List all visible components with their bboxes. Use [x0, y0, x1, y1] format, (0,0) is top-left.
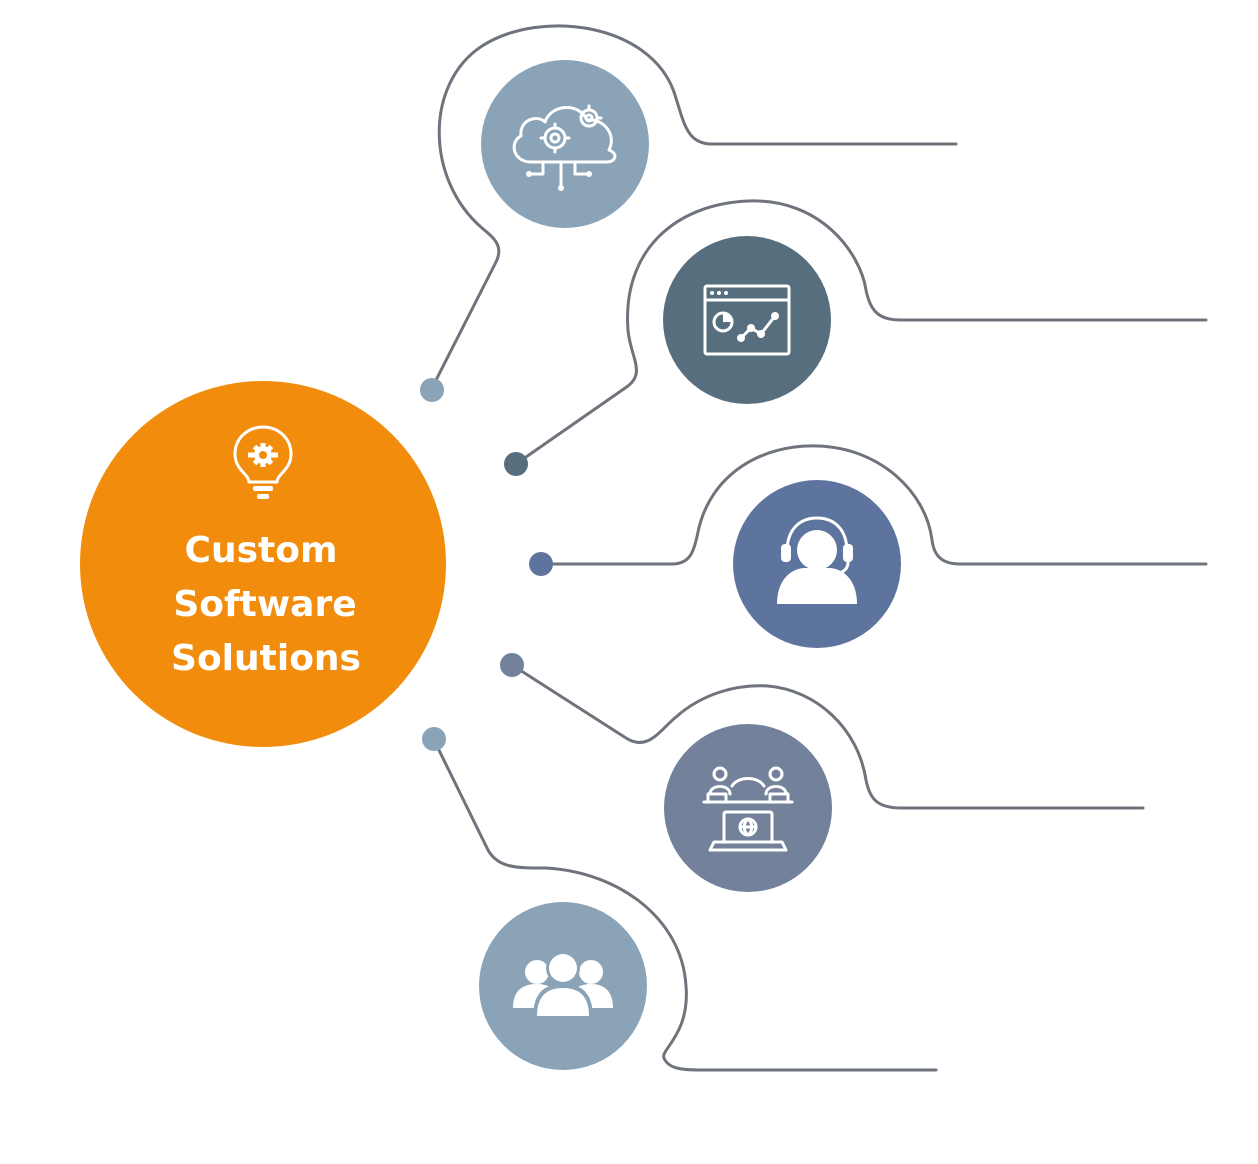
connector-2 [514, 199, 1208, 466]
connector-dot-5 [422, 727, 446, 751]
node-4 [664, 724, 832, 892]
node-5 [479, 902, 647, 1070]
node-2-circle [663, 236, 831, 404]
hub-circle [80, 381, 446, 747]
connectors [430, 24, 1208, 1072]
connector-1 [430, 24, 958, 390]
connector-dot-4 [500, 653, 524, 677]
hub: Custom Software Solutions [80, 381, 446, 747]
support-headset-icon [777, 516, 857, 604]
remote-collaboration-icon [702, 766, 794, 852]
node-2 [663, 236, 831, 404]
analytics-dashboard-icon [703, 284, 791, 356]
connector-dot-3 [529, 552, 553, 576]
node-1 [481, 60, 649, 228]
team-users-icon [513, 951, 613, 1018]
connector-4 [510, 663, 1145, 810]
lightbulb-gear-icon [233, 425, 293, 499]
node-3 [733, 480, 901, 648]
connector-3 [539, 444, 1208, 566]
cloud-gears-icon [512, 104, 617, 191]
connector-5 [432, 738, 938, 1072]
hub-title-line-1: Custom [185, 530, 338, 571]
connector-dots [420, 378, 553, 751]
connector-dot-1 [420, 378, 444, 402]
connector-dot-2 [504, 452, 528, 476]
hub-title-line-2: Software [173, 584, 356, 625]
node-1-circle [481, 60, 649, 228]
hub-title-line-3: Solutions [171, 638, 361, 679]
node-4-circle [664, 724, 832, 892]
